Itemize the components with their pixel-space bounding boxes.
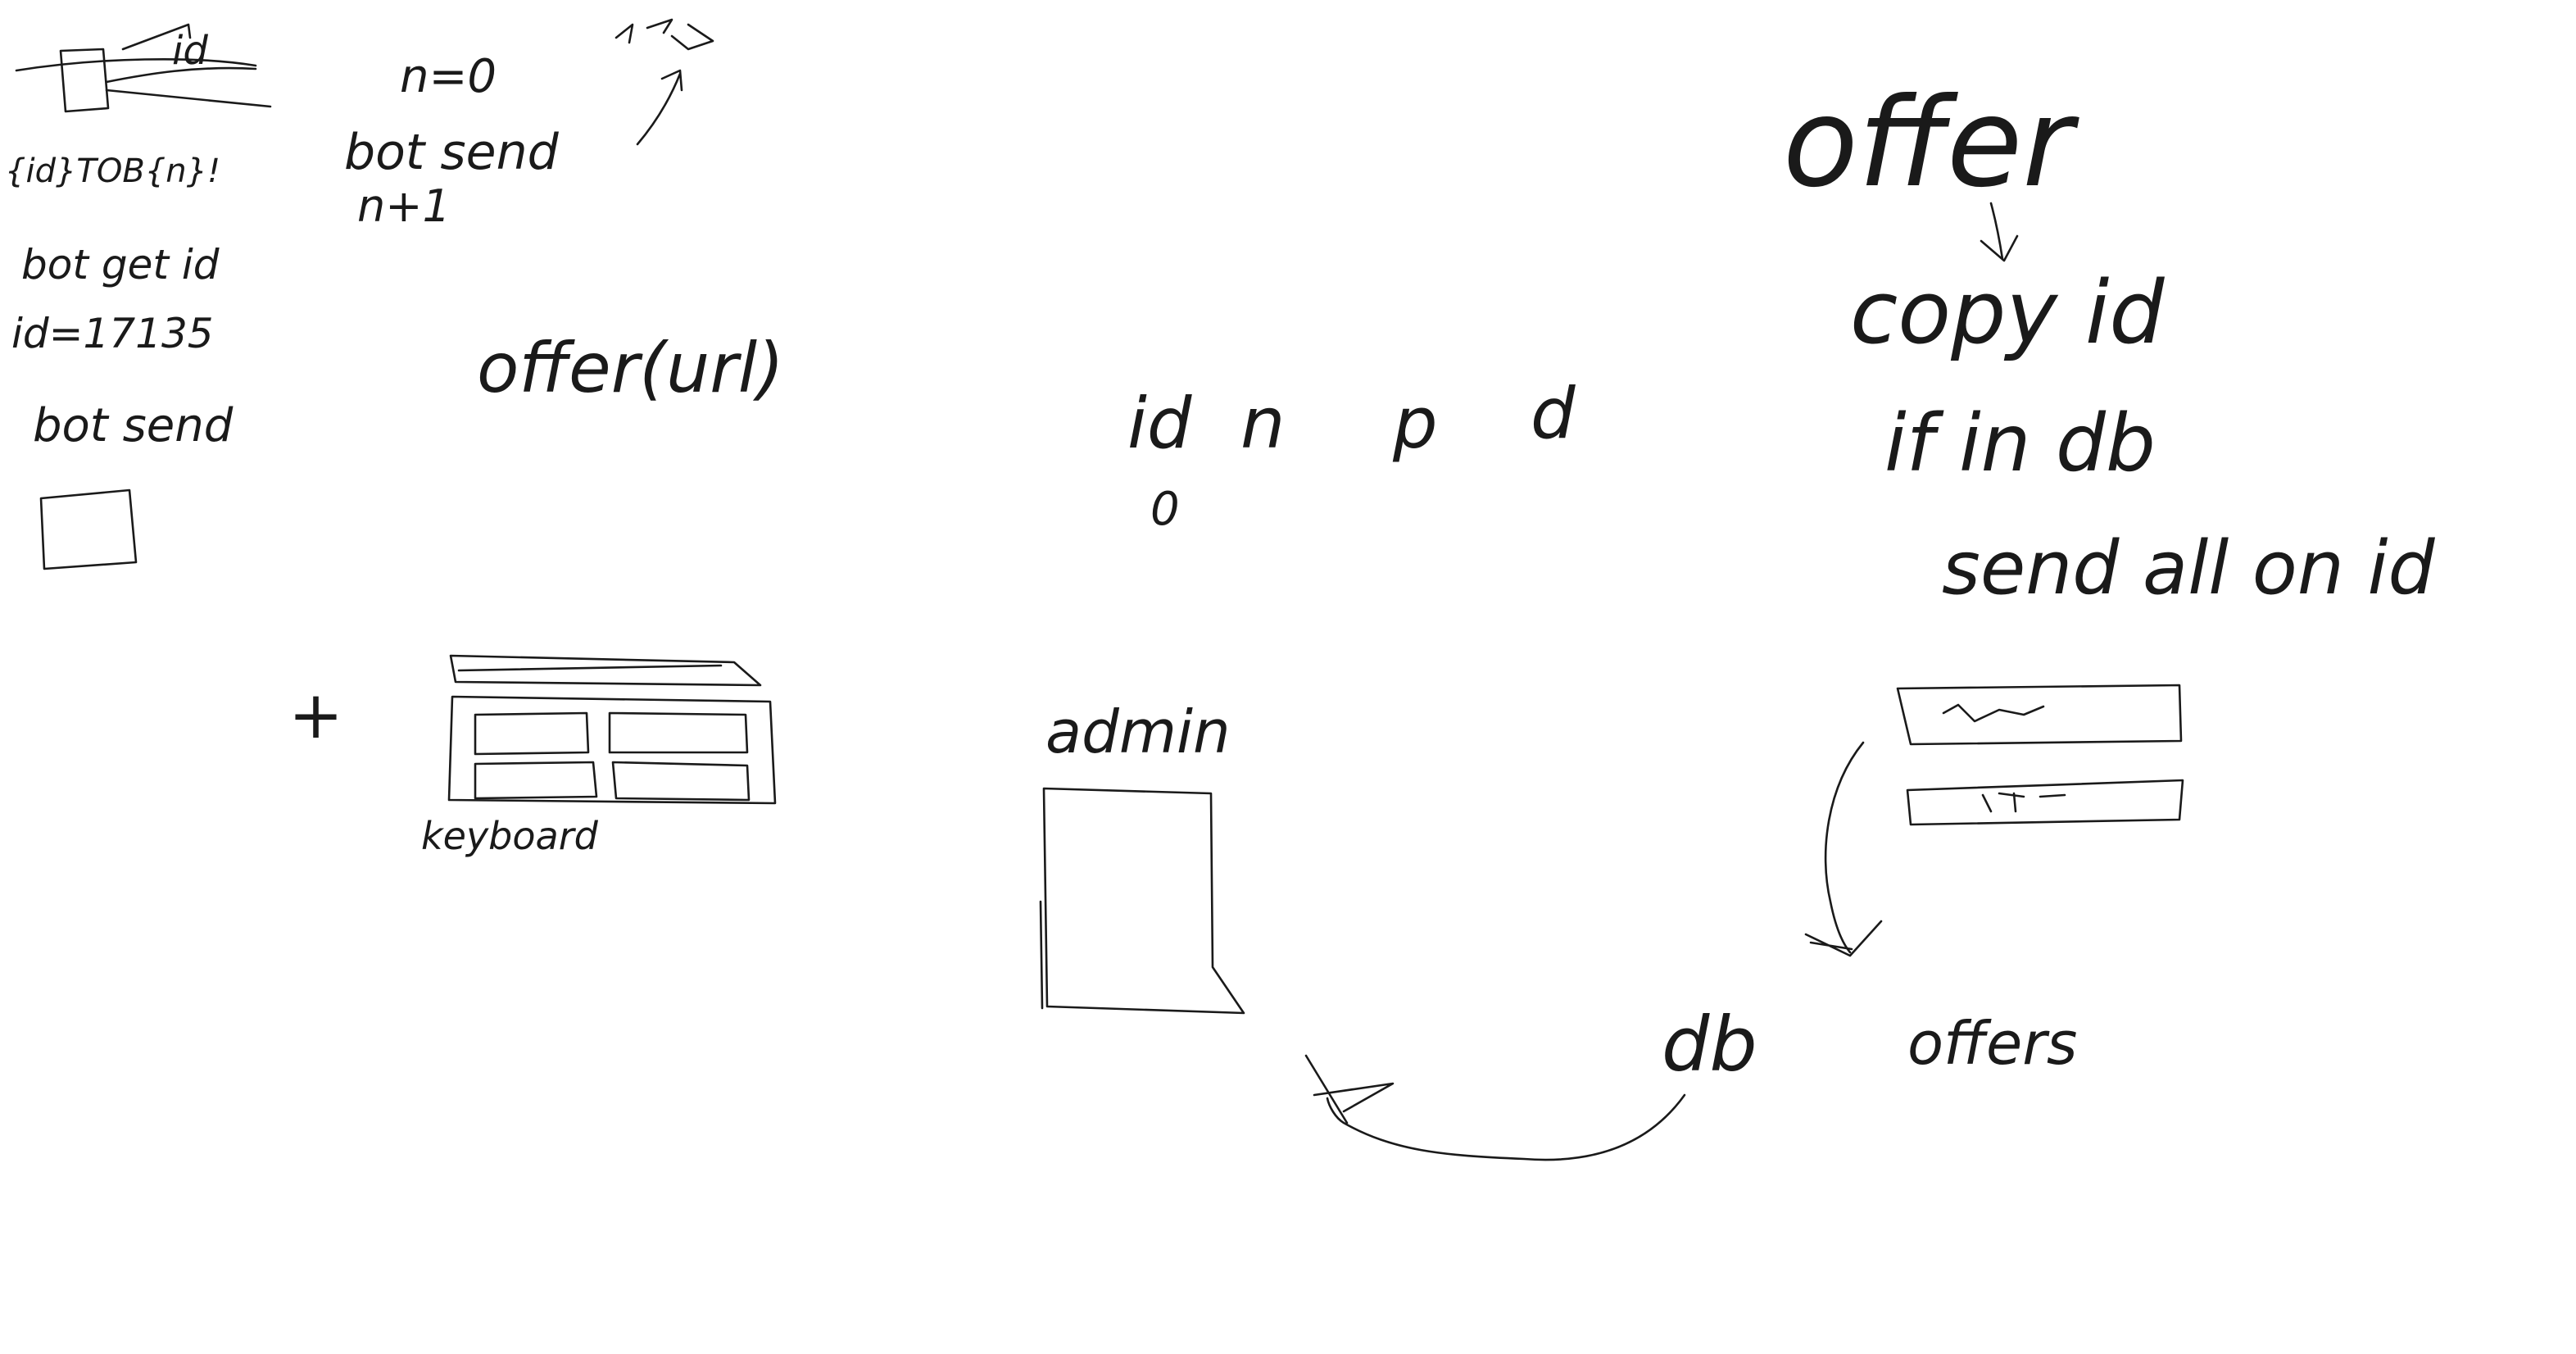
top-left-notes: id {id}TOB{n}! bot get id id=17135 bot s… [5, 23, 272, 570]
keyboard-label: keyboard [421, 814, 599, 858]
struck-id-box [59, 48, 110, 113]
admin-panel [1042, 787, 1245, 1015]
send-all-on-id-text: send all on id [1942, 525, 2436, 611]
plus-sign: + [288, 677, 343, 753]
offers-label: offers [1907, 1009, 2077, 1078]
strike-line-4 [121, 23, 192, 51]
db-to-admin-arrow [1326, 1093, 1686, 1161]
keyboard-key-2 [608, 711, 749, 754]
bot-get-id-text: bot get id [21, 241, 220, 289]
offer-url-text: offer(url) [477, 328, 784, 408]
n-zero-text: n=0 [400, 50, 497, 103]
keyboard-frame [447, 695, 777, 805]
strike-line-3 [105, 89, 272, 108]
keyboard-key-4 [611, 761, 751, 802]
offer-arrow [1989, 202, 2004, 261]
if-in-db-text: if in db [1884, 398, 2156, 489]
db-label: db [1662, 1001, 1757, 1088]
counter-notes: n=0 bot send n+1 [344, 18, 714, 232]
keyboard-sketch: keyboard [421, 654, 777, 858]
db-to-admin-arrow-head [1304, 1054, 1395, 1125]
keyboard-key-1 [474, 711, 590, 756]
offer-button-2 [1906, 779, 2184, 826]
id-value-text: id=17135 [11, 310, 214, 357]
strike-line-2 [105, 66, 257, 84]
copy-id-text: copy id [1850, 262, 2165, 363]
first-line-text: {id}TOB{n}! [5, 152, 220, 190]
loop-arrow [636, 72, 682, 146]
right-flow: offer copy id if in db send all on id [1783, 72, 2436, 957]
field-zero: 0 [1150, 483, 1180, 536]
strike-line-1 [15, 57, 257, 72]
middle-fields: id n p d 0 [1127, 373, 1576, 536]
admin-label: admin [1045, 697, 1231, 766]
scribble-top [615, 18, 714, 51]
offer-button-1 [1896, 684, 2183, 746]
keyboard-top-bar [449, 654, 762, 687]
offer-title: offer [1783, 72, 2079, 215]
offer-button-1-scribble [1942, 703, 2045, 723]
loop-arrow-head [660, 69, 683, 92]
n-plus-text: n+1 [357, 180, 451, 232]
offer-button-2-scribble [1981, 792, 2066, 813]
admin-sketch: admin [1039, 697, 1245, 1015]
offer-arrow-head [1980, 234, 2019, 262]
keyboard-top-squiggle [457, 664, 723, 672]
bot-send-2-text: bot send [344, 124, 560, 181]
button-to-db-arrow [1824, 741, 1865, 954]
button-to-db-arrow-head [1804, 920, 1883, 957]
message-square [39, 488, 138, 570]
db-area: db offers [1304, 1001, 2077, 1161]
admin-panel-side [1039, 900, 1044, 1010]
field-p: p [1392, 383, 1438, 465]
field-d: d [1531, 373, 1576, 455]
bot-send-text: bot send [33, 399, 234, 452]
field-id: id [1127, 383, 1192, 465]
keyboard-key-3 [474, 761, 598, 800]
field-n: n [1240, 383, 1286, 465]
